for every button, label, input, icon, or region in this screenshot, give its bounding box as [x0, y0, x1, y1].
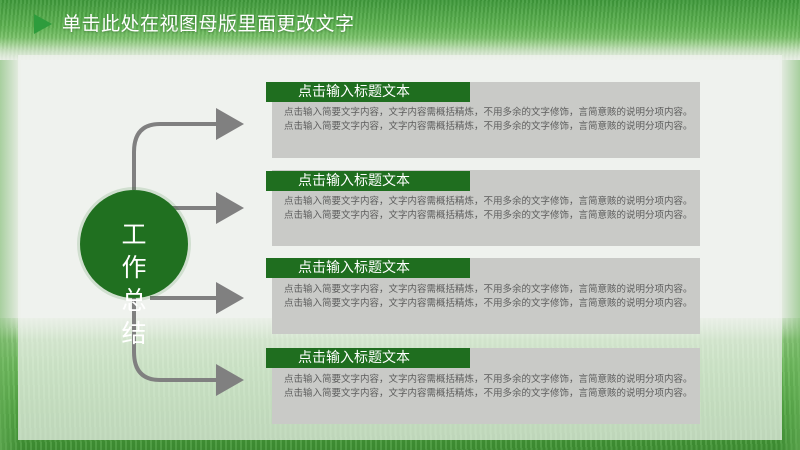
item-body-2[interactable]: 点击输入简要文字内容，文字内容需概括精炼，不用多余的文字修饰，言简意赅的说明分项…	[284, 196, 693, 221]
item-body-3[interactable]: 点击输入简要文字内容，文字内容需概括精炼，不用多余的文字修饰，言简意赅的说明分项…	[284, 284, 693, 309]
item-body-1[interactable]: 点击输入简要文字内容，文字内容需概括精炼，不用多余的文字修饰，言简意赅的说明分项…	[284, 107, 693, 132]
item-title-4[interactable]: 点击输入标题文本	[266, 348, 470, 368]
slide-title[interactable]: 单击此处在视图母版里面更改文字	[62, 13, 355, 35]
connector-top	[132, 108, 244, 190]
center-circle	[80, 190, 188, 298]
item-body-4[interactable]: 点击输入简要文字内容，文字内容需概括精炼，不用多余的文字修饰，言简意赅的说明分项…	[284, 374, 693, 399]
panel-edge-right	[778, 60, 800, 450]
item-title-3[interactable]: 点击输入标题文本	[266, 258, 470, 278]
play-triangle-icon	[34, 14, 52, 34]
item-title-2[interactable]: 点击输入标题文本	[266, 171, 470, 191]
panel-edge-left	[0, 60, 22, 450]
item-title-1[interactable]: 点击输入标题文本	[266, 82, 470, 102]
connector-bottom	[132, 298, 244, 396]
center-label[interactable]: 工作总结	[121, 220, 147, 348]
